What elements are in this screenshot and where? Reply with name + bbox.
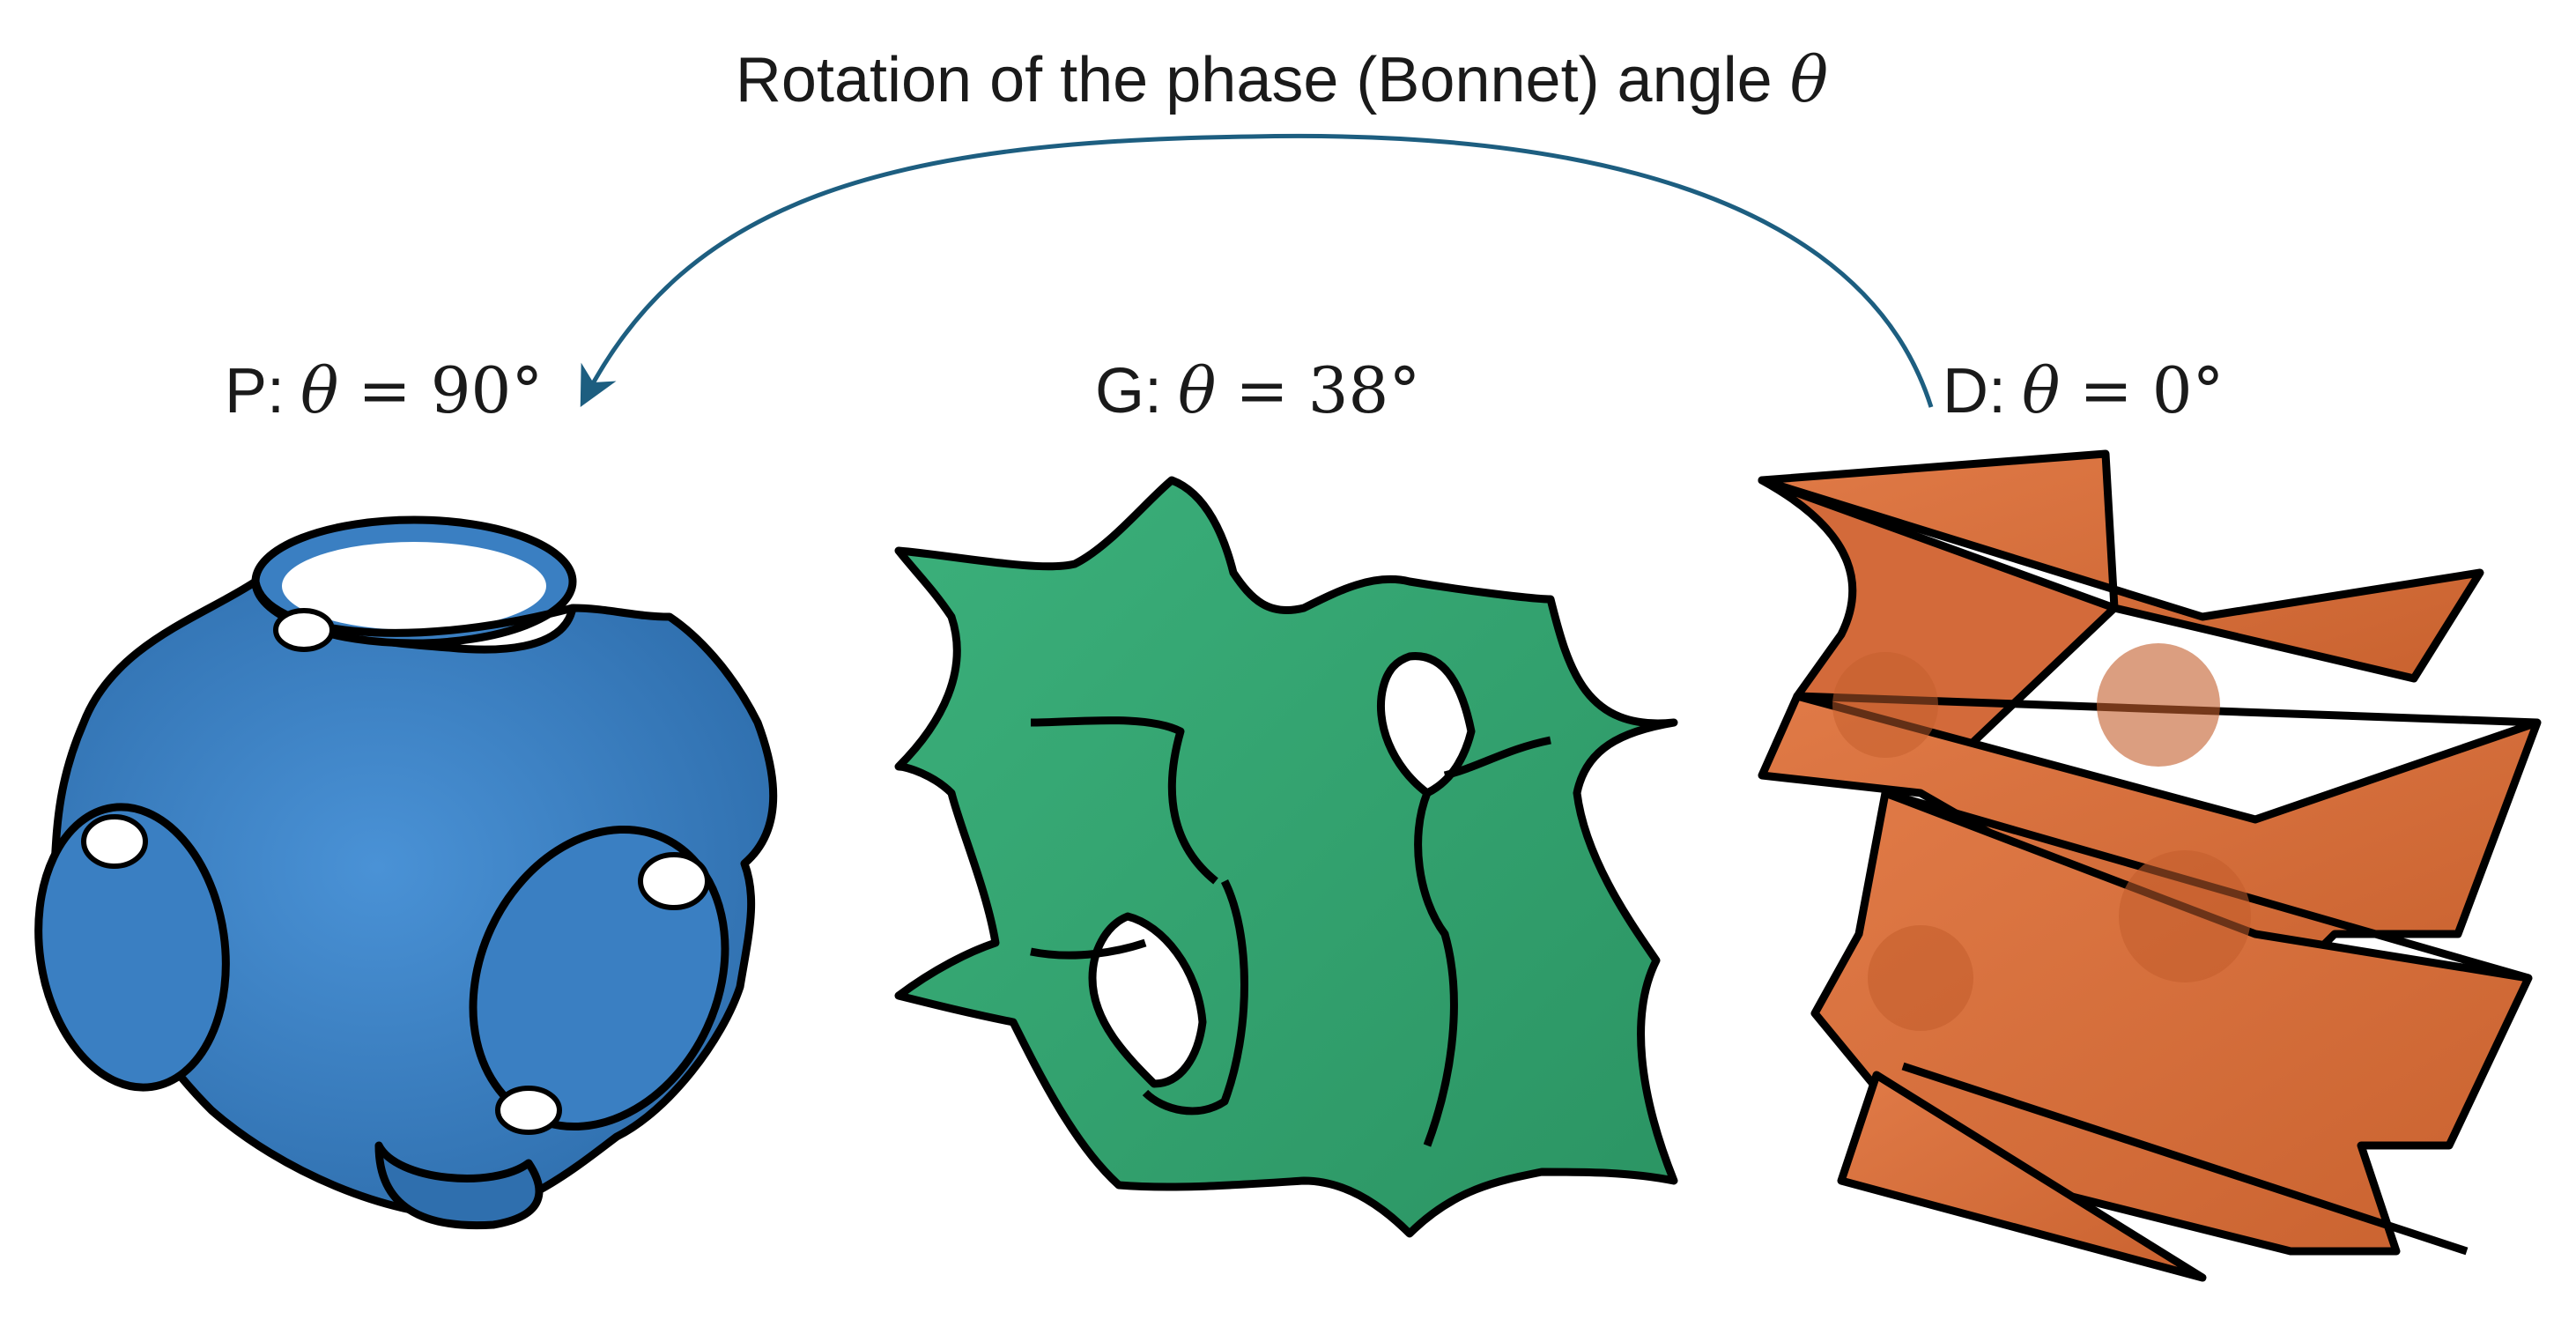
diagram-title: Rotation of the phase (Bonnet) angle θ xyxy=(736,42,1828,116)
label-p: P:θ=90° xyxy=(225,353,543,427)
label-g: G:θ=38° xyxy=(1095,353,1420,427)
d-surface-illustration xyxy=(1758,449,2542,1282)
label-d: D:θ=0° xyxy=(1943,353,2224,427)
g-surface-illustration xyxy=(894,476,1678,1238)
rotation-arrow xyxy=(580,133,1934,408)
p-surface-illustration xyxy=(34,515,778,1230)
